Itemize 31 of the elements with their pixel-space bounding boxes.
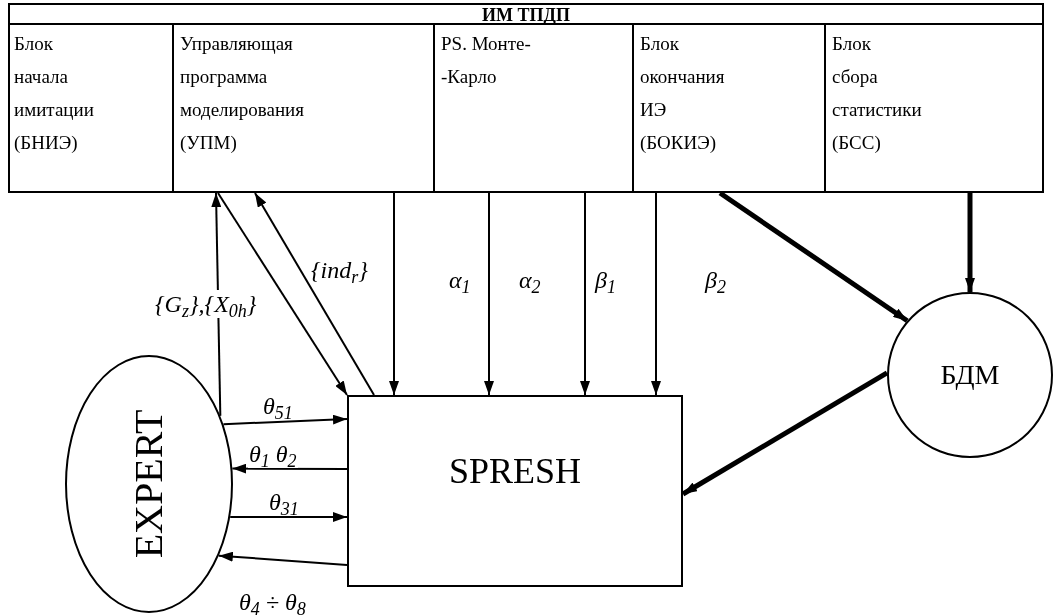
arrow <box>229 512 348 522</box>
table-cell <box>433 23 632 191</box>
circle-node <box>887 292 1053 458</box>
arrow <box>222 414 348 426</box>
cell-label: Блок начала имитации (БНИЭ) <box>14 32 95 155</box>
arrow <box>580 192 590 396</box>
arrow <box>217 551 348 566</box>
arrow <box>254 192 375 396</box>
node-label: SPRESH <box>448 450 582 493</box>
node-label: БДМ <box>940 358 1000 392</box>
arrow <box>651 192 661 396</box>
arrow <box>231 463 348 474</box>
arrow <box>681 370 889 497</box>
node-label: EXPERT <box>125 409 172 559</box>
arrow <box>484 192 494 396</box>
cell-label: Управляющая программа моделирования (УПМ) <box>180 32 305 155</box>
cell-label: Блок окончания ИЭ (БОКИЭ) <box>640 32 726 155</box>
table-cell <box>172 23 433 191</box>
table-frame <box>8 3 1044 193</box>
cell-label: PS. Монте- -Карло <box>441 32 532 89</box>
cell-label: Блок сбора статистики (БСС) <box>832 32 923 155</box>
table-cell <box>632 23 824 191</box>
process-box <box>347 395 683 587</box>
table-cell <box>824 23 1044 191</box>
ellipse-node <box>65 355 233 613</box>
arrow <box>965 193 975 292</box>
arrow <box>718 190 909 323</box>
arrow <box>217 192 348 396</box>
table-heading: ИМ ТПДП <box>482 5 570 25</box>
edge-label: {G$_{z}$},{X$_{0h}$} <box>154 290 258 318</box>
arrow <box>389 192 399 396</box>
